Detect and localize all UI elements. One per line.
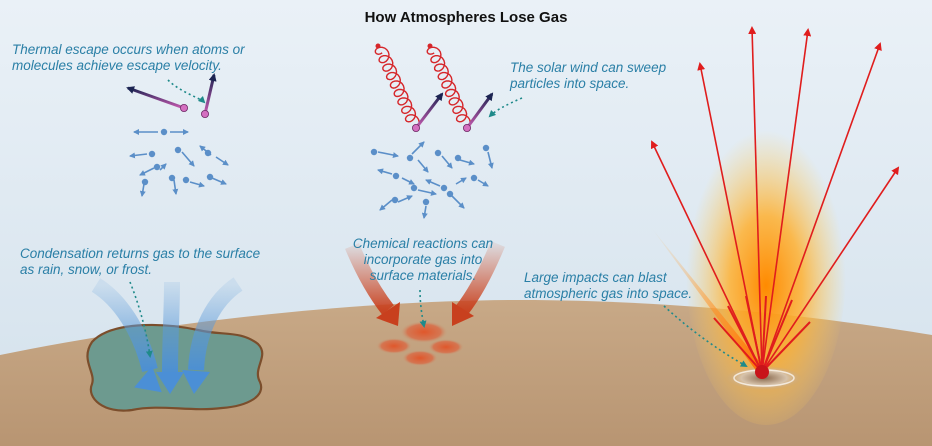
thermal-escape-particles xyxy=(126,73,229,197)
solar-caption: The solar wind can sweep particles into … xyxy=(510,60,666,92)
thermal-caption-line: molecules achieve escape velocity. xyxy=(12,58,222,73)
condensation-caption-line: Condensation returns gas to the surface xyxy=(20,246,261,261)
chemical-arrows xyxy=(345,241,505,326)
impact-caption-line: atmospheric gas into space. xyxy=(524,286,693,301)
impact-caption: Large impacts can blast atmospheric gas … xyxy=(524,270,692,302)
solar-pointer xyxy=(488,97,523,118)
solar-caption-line: particles into space. xyxy=(510,76,630,91)
solar-wind-particles xyxy=(370,43,494,219)
diagram-title: How Atmospheres Lose Gas xyxy=(364,9,568,26)
chemical-caption-line: incorporate gas into xyxy=(363,252,483,267)
condensation-pointer xyxy=(129,281,153,358)
impactor-streak xyxy=(650,226,768,376)
impact-pointer xyxy=(663,305,748,367)
chemical-caption-line: surface materials. xyxy=(369,268,477,283)
chemical-caption-line: Chemical reactions can xyxy=(352,236,494,251)
thermal-caption: Thermal escape occurs when atoms or mole… xyxy=(12,42,245,74)
thermal-caption-line: Thermal escape occurs when atoms or xyxy=(12,42,245,57)
thermal-pointer xyxy=(167,79,206,104)
solar-caption-line: The solar wind can sweep xyxy=(510,60,667,75)
condensation-caption: Condensation returns gas to the surface … xyxy=(20,246,260,278)
impact-caption-line: Large impacts can blast xyxy=(524,270,667,285)
impact-burst xyxy=(713,295,811,373)
impactor xyxy=(755,365,769,379)
chemical-caption: Chemical reactions can incorporate gas i… xyxy=(346,236,500,284)
condensation-caption-line: as rain, snow, or frost. xyxy=(20,262,153,277)
reaction-spots xyxy=(376,321,464,366)
